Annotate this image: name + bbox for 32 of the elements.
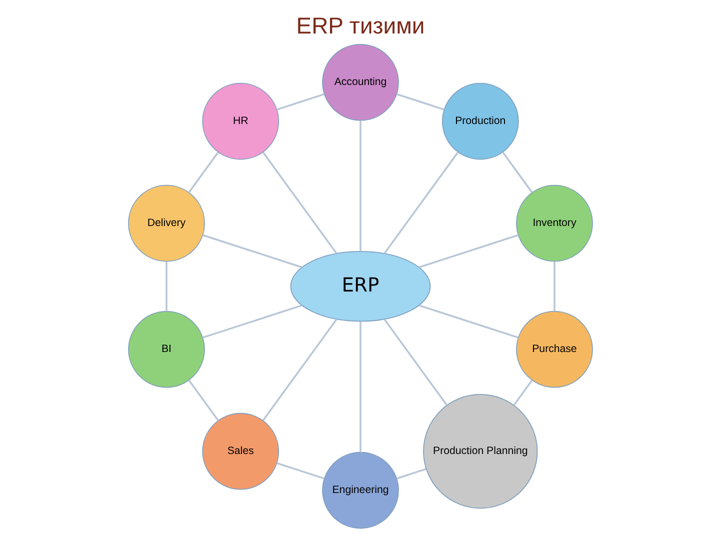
node-ellipse: ERP [290,251,430,322]
connector [276,462,324,480]
connector [359,321,361,452]
node-circle: BI [128,310,204,388]
connector [396,93,444,110]
connector [396,468,426,480]
node-circle: Production Planning [422,394,538,509]
connector [202,234,302,268]
node-circle: Accounting [322,44,398,121]
node-circle: Inventory [516,184,592,262]
node-circle: Purchase [516,310,592,388]
connector [188,380,218,422]
connector [553,261,555,312]
node-circle: Engineering [322,452,398,529]
connector [276,93,324,110]
connector [383,318,448,406]
connector [502,152,532,193]
connector [418,234,518,268]
diagram-title: ERP тизими [296,12,424,39]
connector [512,380,532,406]
connector [188,152,218,194]
connector [262,152,337,254]
node-circle: Sales [202,412,279,490]
node-circle: Delivery [128,184,204,262]
connector [165,261,167,312]
connector [359,120,361,252]
connector [262,318,337,421]
node-circle: HR [202,82,279,160]
connector [418,304,518,338]
connector [383,152,458,254]
connector [202,304,302,338]
node-circle: Production [441,82,518,160]
